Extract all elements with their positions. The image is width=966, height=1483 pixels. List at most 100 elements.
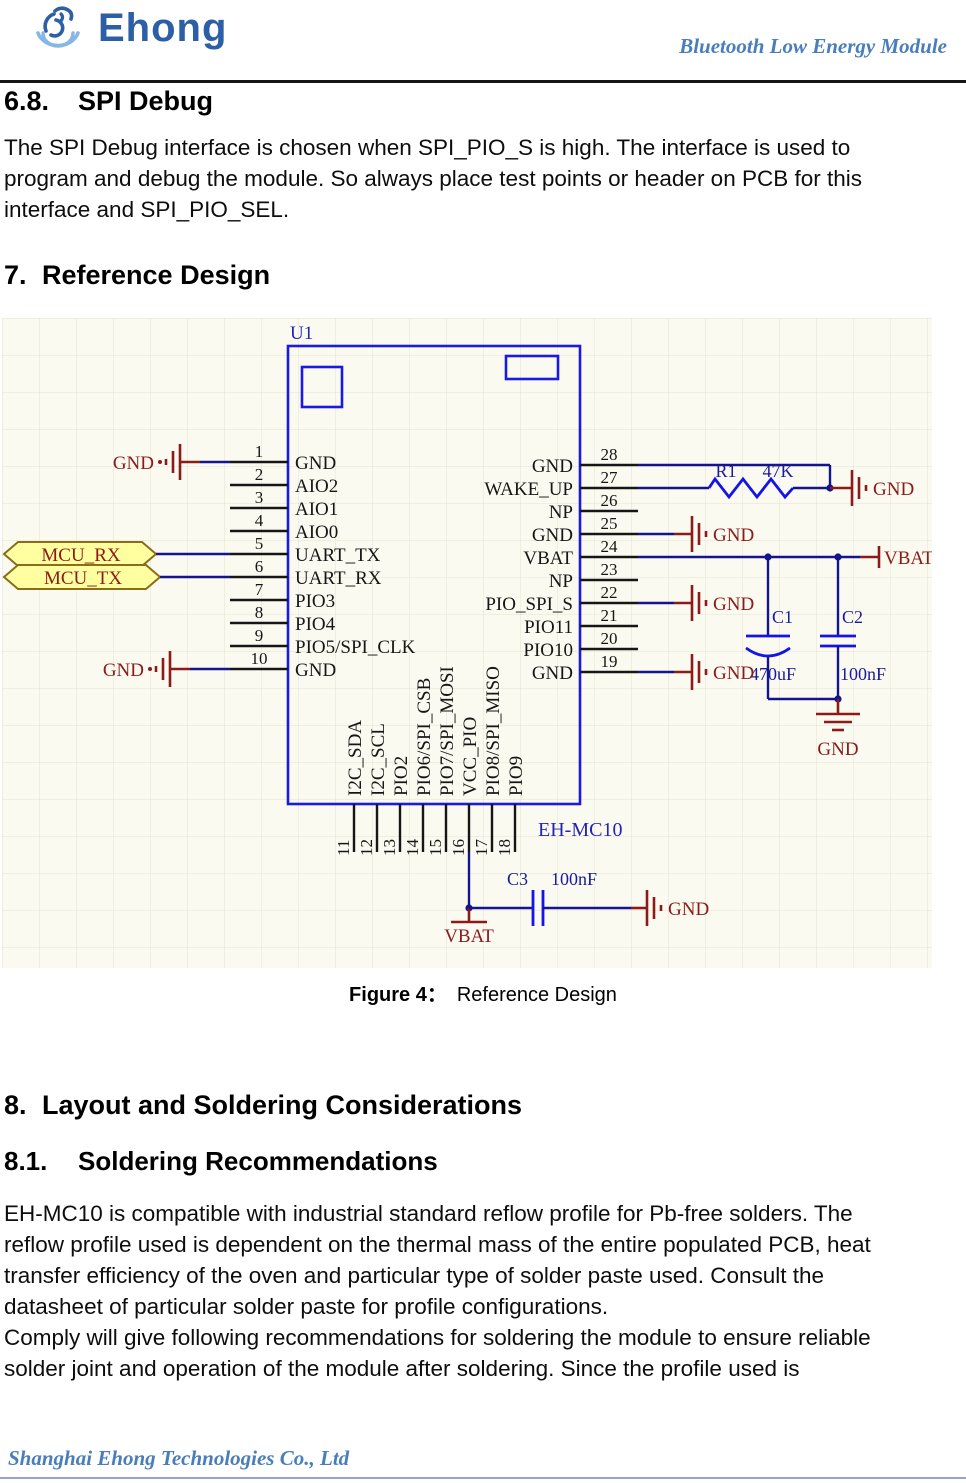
pin-number: 17	[472, 839, 491, 857]
pin-number: 21	[601, 606, 618, 625]
pin-name: PIO4	[295, 614, 336, 635]
pin-number: 27	[601, 468, 619, 487]
component-value: 470uF	[750, 664, 796, 684]
pin-number: 14	[403, 839, 422, 857]
section-title: SPI Debug	[78, 86, 214, 116]
pin-number: 15	[426, 839, 445, 856]
ehong-logo-icon	[36, 6, 80, 48]
component-ref: C3	[507, 869, 528, 889]
gnd-symbol: GND	[638, 516, 754, 552]
chip-part-number: EH-MC10	[538, 819, 622, 841]
pin-number: 6	[255, 557, 264, 576]
section-number: 8.	[4, 1090, 27, 1120]
pin-name: PIO9	[506, 756, 527, 796]
net-label: GND	[873, 479, 914, 500]
pin-number: 25	[601, 514, 618, 533]
gnd-symbol: GND	[631, 890, 709, 926]
net-label: VBAT	[884, 548, 932, 569]
pin-number: 24	[601, 537, 619, 556]
pin-name: PIO7/SPI_MOSI	[437, 666, 458, 796]
net-label: GND	[713, 663, 754, 684]
brand-name: Ehong	[98, 6, 228, 50]
pin-name: VBAT	[523, 548, 573, 569]
pin-number: 16	[449, 839, 468, 856]
pin-name: AIO1	[295, 499, 338, 520]
pin-name: GND	[532, 525, 573, 546]
pin-name: PIO_SPI_S	[485, 594, 573, 615]
chip-outline	[286, 344, 582, 806]
pin-number: 13	[380, 839, 399, 856]
gnd-symbol: GND	[638, 654, 754, 690]
pin-number: 26	[601, 491, 618, 510]
capacitor-c3: C3 100nF	[469, 869, 631, 926]
section-8-1-heading: 8.1. Soldering Recommendations	[4, 1146, 438, 1177]
schematic-grid	[2, 318, 932, 968]
component-ref: C2	[842, 607, 863, 627]
capacitor-c2: C2 100nF	[820, 557, 886, 699]
pin-number: 23	[601, 560, 618, 579]
gnd-symbol: GND	[103, 651, 230, 687]
chip-inner-rect	[504, 354, 560, 381]
pin-number: 4	[255, 511, 264, 530]
pin-name: WAKE_UP	[484, 479, 573, 500]
section-title: Reference Design	[42, 260, 271, 290]
pin-name: PIO11	[524, 617, 573, 638]
pin-number: 1	[255, 442, 264, 461]
figure-label: Figure 4：	[349, 984, 447, 1006]
gnd-symbol: GND	[638, 585, 754, 621]
pin-number: 2	[255, 465, 264, 484]
pin-name: NP	[549, 502, 573, 523]
pin-number: 8	[255, 603, 264, 622]
pin-name: PIO10	[523, 640, 573, 661]
chip-u1: U1 EH-MC10	[286, 323, 622, 841]
section-title: Soldering Recommendations	[78, 1146, 438, 1176]
section-8-1-body: EH-MC10 is compatible with industrial st…	[4, 1201, 871, 1381]
net-label: GND	[713, 594, 754, 615]
section-title: Layout and Soldering Considerations	[42, 1090, 523, 1120]
document-product-title: Bluetooth Low Energy Module	[679, 34, 947, 58]
section-6-8-body: The SPI Debug interface is chosen when S…	[4, 135, 862, 222]
pin-number: 10	[251, 649, 268, 668]
gnd-symbol: GND	[113, 444, 230, 480]
pin-name: PIO3	[295, 591, 335, 612]
net-label: GND	[817, 739, 858, 760]
pin-name: GND	[532, 456, 573, 477]
chip-designator: U1	[290, 323, 313, 344]
vbat-rail: VBAT	[638, 546, 934, 569]
component-ref: R1	[715, 461, 736, 481]
net-flag-mcu-rx: MCU_RX	[2, 541, 230, 567]
pin-name: AIO2	[295, 476, 338, 497]
section-number: 8.1.	[4, 1146, 48, 1176]
pin-number: 19	[601, 652, 618, 671]
net-flag-mcu-tx: MCU_TX	[2, 564, 230, 590]
pin-name: PIO5/SPI_CLK	[295, 637, 416, 658]
section-number: 7.	[4, 260, 27, 290]
pin-number: 5	[255, 534, 264, 553]
pin-name: PIO2	[391, 756, 412, 796]
pin-name: PIO8/SPI_MISO	[483, 666, 504, 796]
net-label: GND	[113, 453, 154, 474]
component-value: 100nF	[551, 869, 597, 889]
gnd-symbol: GND	[830, 470, 914, 506]
company-logo: Ehong	[28, 4, 227, 52]
figure-caption: Figure 4：Reference Design	[0, 978, 966, 1007]
net-label: GND	[668, 899, 709, 920]
section-7-heading: 7. Reference Design	[4, 260, 270, 291]
component-value: 100nF	[840, 664, 886, 684]
pin-number: 18	[495, 839, 514, 856]
pin-name: GND	[532, 663, 573, 684]
pin-number: 3	[255, 488, 264, 507]
net-label: GND	[103, 660, 144, 681]
pin-name: UART_TX	[295, 545, 381, 566]
chip-inner-square	[300, 365, 344, 409]
pin-name: GND	[295, 660, 336, 681]
pin-name: GND	[295, 453, 336, 474]
pin-number: 28	[601, 445, 618, 464]
earth-ground-symbol: GND	[768, 695, 860, 760]
component-ref: C1	[772, 607, 793, 627]
net-flag-label: MCU_TX	[44, 568, 122, 589]
capacitor-c1: C1 470uF	[745, 557, 796, 699]
